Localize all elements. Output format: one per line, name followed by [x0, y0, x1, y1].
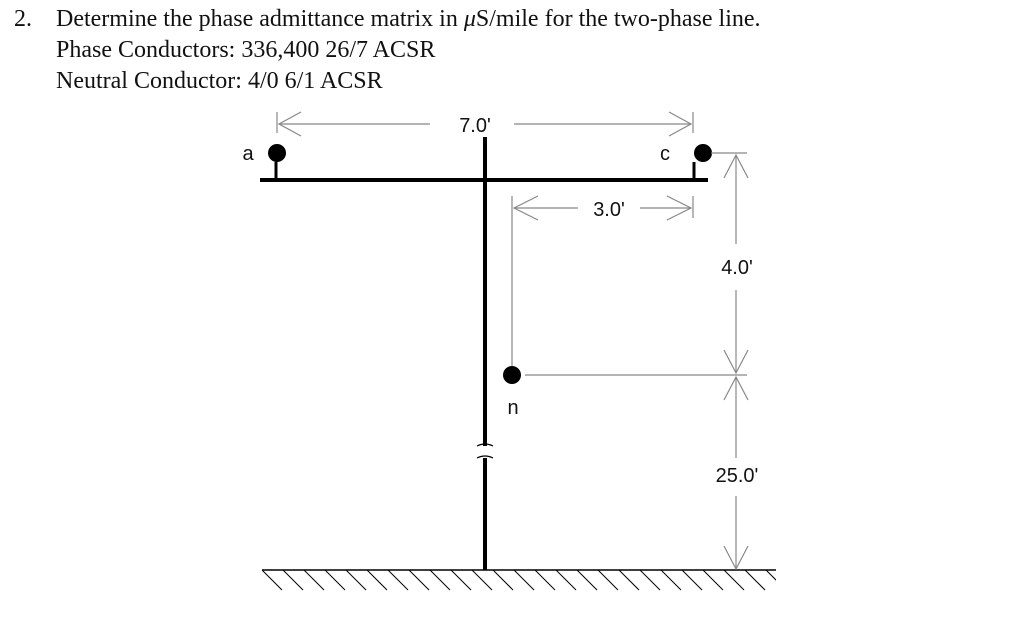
conductor-n-dot [503, 366, 521, 384]
mu-symbol: μ [463, 6, 476, 32]
problem-statement: 2. Determine the phase admittance matrix … [14, 4, 761, 97]
conductor-a-dot [268, 144, 286, 162]
problem-text-pre: Determine the phase admittance matrix in [56, 6, 464, 32]
dimension-ac-spacing [276, 111, 694, 137]
problem-line-1: 2. Determine the phase admittance matrix … [14, 4, 761, 35]
break-mark-upper [476, 443, 494, 447]
dimension-vertical [525, 152, 749, 571]
dimension-n-offset [511, 195, 694, 366]
conductor-c-label: c [660, 143, 670, 165]
dimension-vertical-upper-label: 4.0' [721, 257, 753, 279]
conductor-n-label: n [507, 397, 518, 419]
break-mark-lower [476, 455, 494, 459]
conductor-a-label: a [242, 143, 254, 165]
conductor-c-dot [694, 144, 712, 162]
ground-hatching [262, 570, 776, 591]
problem-text-post: S/mile for the two-phase line. [475, 6, 761, 32]
problem-number: 2. [14, 6, 32, 32]
dimension-n-offset-label: 3.0' [593, 199, 625, 221]
neutral-conductor-line: Neutral Conductor: 4/0 6/1 ACSR [56, 68, 383, 94]
dimension-vertical-lower-label: 25.0' [716, 465, 759, 487]
dimension-ac-spacing-label: 7.0' [459, 115, 491, 137]
pole [476, 137, 494, 570]
ground [262, 569, 776, 591]
phase-conductors-line: Phase Conductors: 336,400 26/7 ACSR [56, 37, 436, 63]
